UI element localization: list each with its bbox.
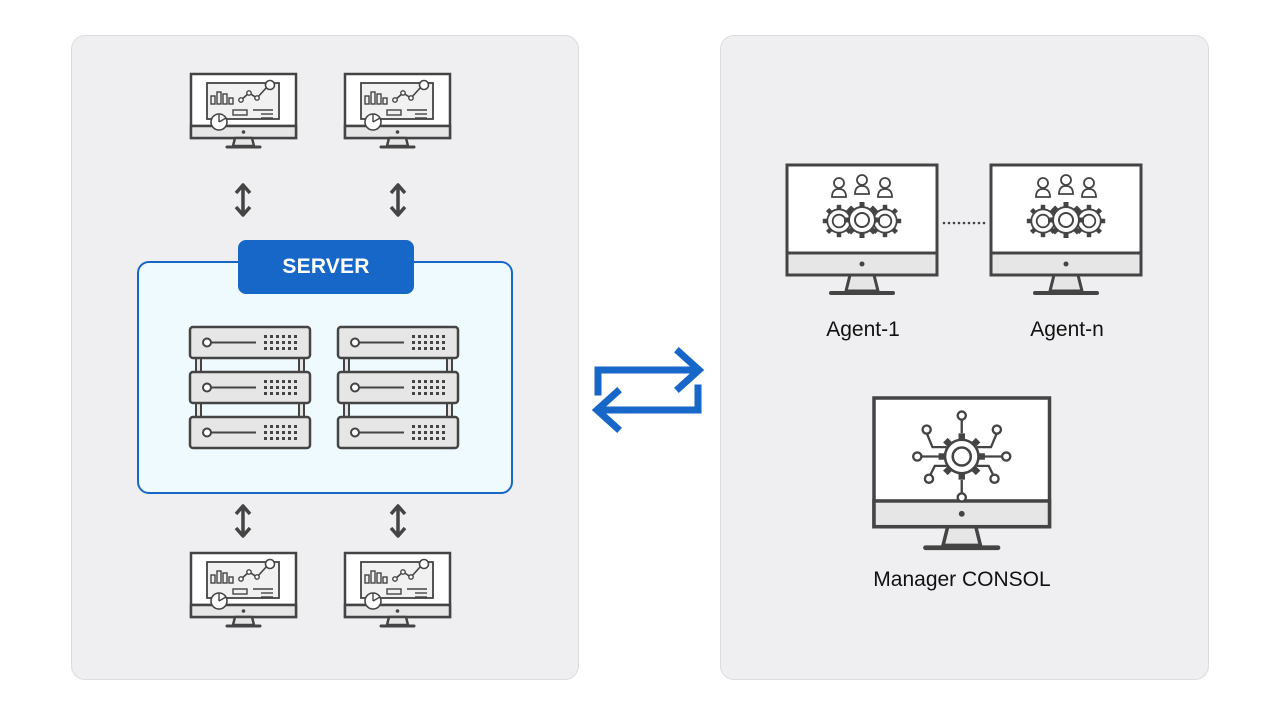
ellipsis-dots — [942, 221, 986, 225]
dashboard-monitor-icon — [343, 551, 452, 628]
sync-arrows-icon — [591, 347, 705, 433]
manager-console-label: Manager CONSOL — [873, 568, 1051, 591]
dashboard-monitor-icon — [189, 551, 298, 628]
double-arrow-icon — [234, 183, 252, 217]
dashboard-monitor-icon — [343, 72, 452, 149]
agent-1-monitor-icon — [785, 163, 939, 295]
agent-n-monitor-icon — [989, 163, 1143, 295]
dashboard-monitor-icon — [189, 72, 298, 149]
double-arrow-icon — [234, 504, 252, 538]
agent-1-label: Agent-1 — [826, 318, 900, 341]
server-rack-icon — [338, 327, 458, 448]
agent-n-label: Agent-n — [1030, 318, 1104, 341]
manager-console-monitor-icon — [874, 398, 1050, 553]
server-rack-icon — [190, 327, 310, 448]
server-label: SERVER — [238, 240, 414, 294]
double-arrow-icon — [389, 504, 407, 538]
double-arrow-icon — [389, 183, 407, 217]
agent-panel — [720, 35, 1209, 680]
